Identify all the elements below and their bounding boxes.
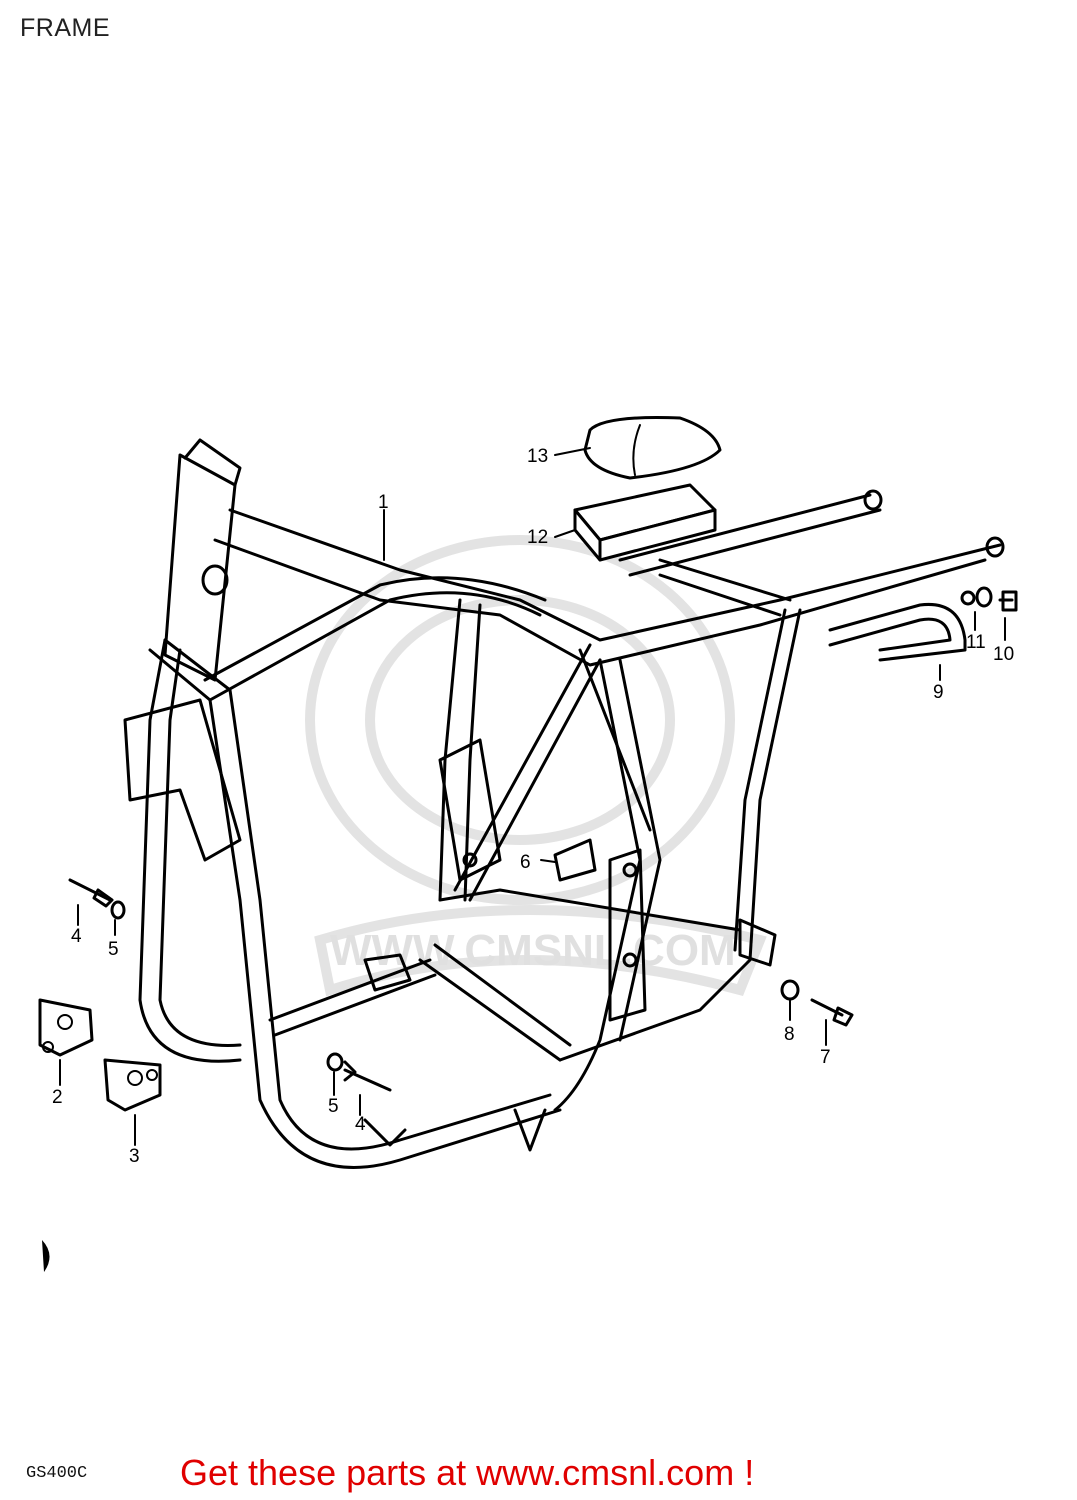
bolt-7 xyxy=(810,998,854,1027)
battery-box xyxy=(573,483,717,562)
rear-frame xyxy=(268,598,802,1152)
rear-brace xyxy=(828,590,976,662)
callout-11: 11 xyxy=(966,632,986,653)
nut-5-upper xyxy=(110,900,126,920)
engine-bracket-2 xyxy=(38,998,94,1057)
callout-13: 13 xyxy=(527,446,548,467)
callout-4-upper: 4 xyxy=(71,926,82,947)
callout-3: 3 xyxy=(129,1146,140,1167)
callout-1: 1 xyxy=(378,492,389,513)
callout-9: 9 xyxy=(933,682,944,703)
battery-cover xyxy=(583,416,722,480)
callout-4-lower: 4 xyxy=(355,1114,366,1135)
bolt-4-upper xyxy=(68,878,114,908)
page-title: FRAME xyxy=(20,14,110,42)
promo-link[interactable]: Get these parts at www.cmsnl.com ! xyxy=(180,1452,755,1493)
nut-5-lower xyxy=(326,1052,344,1072)
callout-6: 6 xyxy=(520,852,531,873)
front-down-tubes xyxy=(123,638,562,1169)
callouts: 1 2 3 4 4 5 5 6 7 8 9 10 11 12 13 xyxy=(52,446,1014,1167)
bolt-4-lower xyxy=(343,1060,392,1092)
washer-11 xyxy=(975,586,993,608)
steering-head xyxy=(163,438,242,682)
callout-10: 10 xyxy=(993,644,1014,665)
callout-5-lower: 5 xyxy=(328,1096,339,1117)
bracket-6 xyxy=(553,838,597,882)
callout-7: 7 xyxy=(820,1047,831,1068)
callout-5-upper: 5 xyxy=(108,939,119,960)
diagram-code: GS400C xyxy=(26,1464,88,1483)
nut-8 xyxy=(780,979,800,1001)
leader-lines xyxy=(59,447,1006,1146)
watermark-text: WWW.CMSNL.COM xyxy=(330,926,736,975)
engine-bracket-3 xyxy=(103,1058,162,1112)
margin-mark xyxy=(42,1240,50,1272)
bolt-10 xyxy=(998,590,1018,612)
main-frame-tubes xyxy=(203,489,1005,702)
callout-2: 2 xyxy=(52,1087,63,1108)
callout-8: 8 xyxy=(784,1024,795,1045)
callout-12: 12 xyxy=(527,527,548,548)
